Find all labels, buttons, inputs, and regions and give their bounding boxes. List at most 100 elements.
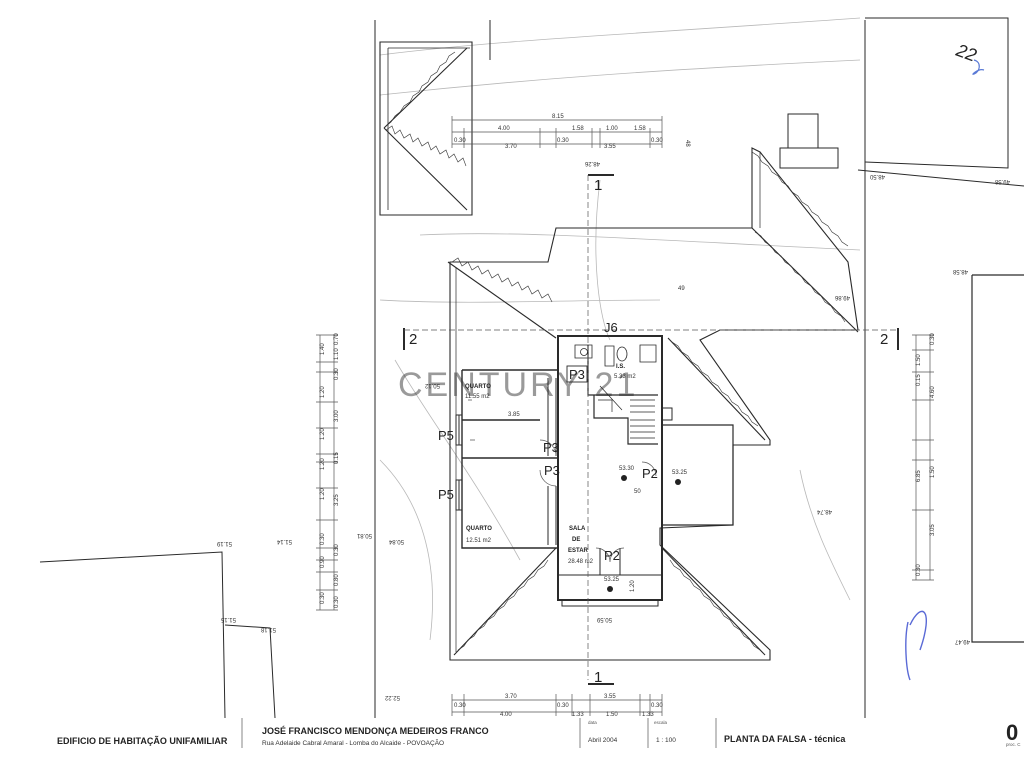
dim-b-0-30b: 0.30 — [557, 703, 569, 709]
dim-3-55: 3.55 — [604, 144, 616, 150]
title-block: EDIFICIO DE HABITAÇÃO UNIFAMILIAR JOSÉ F… — [57, 718, 1021, 748]
room-sala-name-3: ESTAR — [568, 548, 589, 554]
elevation-48: 48 — [684, 140, 690, 147]
tb-sheet-sub: proc. C — [1006, 742, 1021, 747]
tb-project: EDIFICIO DE HABITAÇÃO UNIFAMILIAR — [57, 736, 228, 746]
dim-l-0-70: 0.70 — [334, 333, 340, 345]
door-p2-hall: P2 — [642, 466, 658, 481]
elevation-48-26: 48.26 — [584, 160, 600, 166]
dimension-lines — [316, 116, 934, 716]
dim-l-1-20c: 1.20 — [320, 458, 326, 470]
elevation-48-74: 48.74 — [816, 508, 832, 514]
roof-hatching — [385, 51, 849, 651]
dim-b-3-70: 3.70 — [505, 694, 517, 700]
tb-date-label: data — [588, 720, 597, 725]
elevation-50-81: 50.81 — [356, 532, 372, 538]
room-quarto-1-name: QUARTO — [465, 384, 491, 390]
dim-l-0-90: 0.90 — [320, 556, 326, 568]
room-is-name: I.S. — [616, 364, 625, 370]
dim-l-0-30b: 0.30 — [320, 533, 326, 545]
century21-watermark: CENTURY 21 — [398, 366, 638, 404]
dim-r-4-60: 4.60 — [930, 386, 936, 398]
top-dimension-labels: 8.15 4.00 1.58 1.00 1.58 3.70 3.55 0.30 … — [454, 114, 663, 150]
dim-b-3-55: 3.55 — [604, 694, 616, 700]
room-sala-name-1: SALA — [569, 526, 586, 532]
dim-r-0-30b: 0.30 — [916, 564, 922, 576]
dim-b-0-30c: 0.30 — [651, 703, 663, 709]
dim-b-4-00: 4.00 — [500, 712, 512, 718]
elevation-50-59: 50.59 — [596, 616, 612, 622]
dim-r-3-05: 3.05 — [930, 524, 936, 536]
elevation-51-14: 51.14 — [276, 538, 292, 544]
dim-l-0-30d: 0.30 — [334, 544, 340, 556]
dim-0-30b: 0.30 — [557, 138, 569, 144]
tb-sheet-number: 0 — [1006, 720, 1018, 745]
dim-l-0-15: 0.15 — [334, 452, 340, 464]
elevation-52-22: 52.22 — [384, 694, 400, 700]
dim-l-0-30: 0.30 — [334, 368, 340, 380]
elevation-51-15: 51.15 — [220, 616, 236, 622]
room-sala-area: 28.48 m2 — [568, 559, 594, 565]
door-p3-quarto1: P3 — [543, 440, 559, 455]
left-dimension-labels: 1.40 0.70 1.10 0.30 1.20 3.00 1.20 0.15 … — [320, 333, 340, 608]
room-sala-name-2: DE — [572, 537, 580, 543]
dim-r-0-15: 0.15 — [916, 374, 922, 386]
level-53-25-side: 53.25 — [672, 470, 688, 476]
dim-l-1-10: 1.10 — [334, 348, 340, 360]
door-p3-quarto2: P3 — [544, 463, 560, 478]
tb-address: Rua Adelaide Cabral Amaral - Lomba do Al… — [262, 738, 444, 747]
dim-4-00: 4.00 — [498, 126, 510, 132]
handwritten-signature — [905, 610, 927, 681]
section-1-bottom: 1 — [594, 669, 602, 686]
roof-top-left — [379, 41, 473, 216]
dim-r-1-50: 1.50 — [916, 354, 922, 366]
elevation-50-12: 50.12 — [424, 382, 440, 388]
roof-main — [447, 147, 859, 661]
dim-l-1-20d: 1.20 — [320, 488, 326, 500]
tb-date: Abril 2004 — [588, 737, 618, 744]
elevation-49-86: 49.86 — [834, 294, 850, 300]
dim-l-0-30e: 0.30 — [334, 596, 340, 608]
dim-l-0-30c: 0.30 — [320, 592, 326, 604]
section-2-left: 2 — [409, 331, 417, 348]
dim-l-1-40: 1.40 — [320, 343, 326, 355]
interior-walls — [461, 335, 734, 607]
elevation-48-50: 48.50 — [869, 173, 885, 179]
terrain-contours — [379, 17, 861, 641]
level-53-30: 53.30 — [619, 466, 635, 472]
dim-l-0-80: 0.80 — [334, 574, 340, 586]
dim-b-0-30: 0.30 — [454, 703, 466, 709]
elevation-51-18: 51.18 — [260, 626, 276, 632]
bottom-dimension-labels: 3.70 3.55 4.00 1.50 1.33 1.33 0.30 0.30 … — [454, 694, 663, 718]
roof-vent-box — [779, 113, 839, 169]
room-is-area: 5.33 m2 — [614, 374, 636, 380]
floor-levels: 53.30 53.25 53.25 50 — [604, 466, 688, 592]
dim-l-1-20b: 1.20 — [320, 428, 326, 440]
dim-1-58: 1.58 — [572, 126, 584, 132]
section-2-right: 2 — [880, 331, 888, 348]
dim-1-00: 1.00 — [606, 126, 618, 132]
dim-r-0-30: 0.30 — [930, 333, 936, 345]
tb-scale-label: escala — [654, 720, 668, 725]
elevation-48-58: 48.58 — [952, 268, 968, 274]
door-swings — [539, 439, 657, 563]
dim-b-1-33b: 1.33 — [642, 712, 654, 718]
dim-b-1-33: 1.33 — [572, 712, 584, 718]
window-p5-1: P5 — [438, 428, 454, 443]
elevation-49: 49 — [678, 286, 685, 292]
dim-inner-3-85: 3.85 — [508, 412, 520, 418]
tb-scale: 1 : 100 — [656, 737, 676, 744]
dim-8-15: 8.15 — [552, 114, 564, 120]
right-dimension-labels: 1.50 0.30 0.15 4.60 1.50 6.85 3.05 0.30 — [916, 333, 936, 576]
room-quarto-1-area: 11.55 m2 — [465, 394, 490, 400]
window-p5-2: P5 — [438, 487, 454, 502]
elevation-50-84: 50.84 — [388, 538, 404, 544]
elevation-51-19: 51.19 — [216, 540, 232, 546]
room-quarto-2-name: QUARTO — [466, 526, 492, 532]
tb-sheet-title: PLANTA DA FALSA - técnica — [724, 734, 846, 744]
elevation-labels: 48 49 48.26 48.50 48.58 49.86 48.74 49.5… — [216, 140, 1010, 700]
window-j6: J6 — [604, 320, 618, 335]
elevation-49-47: 49.47 — [954, 638, 970, 644]
